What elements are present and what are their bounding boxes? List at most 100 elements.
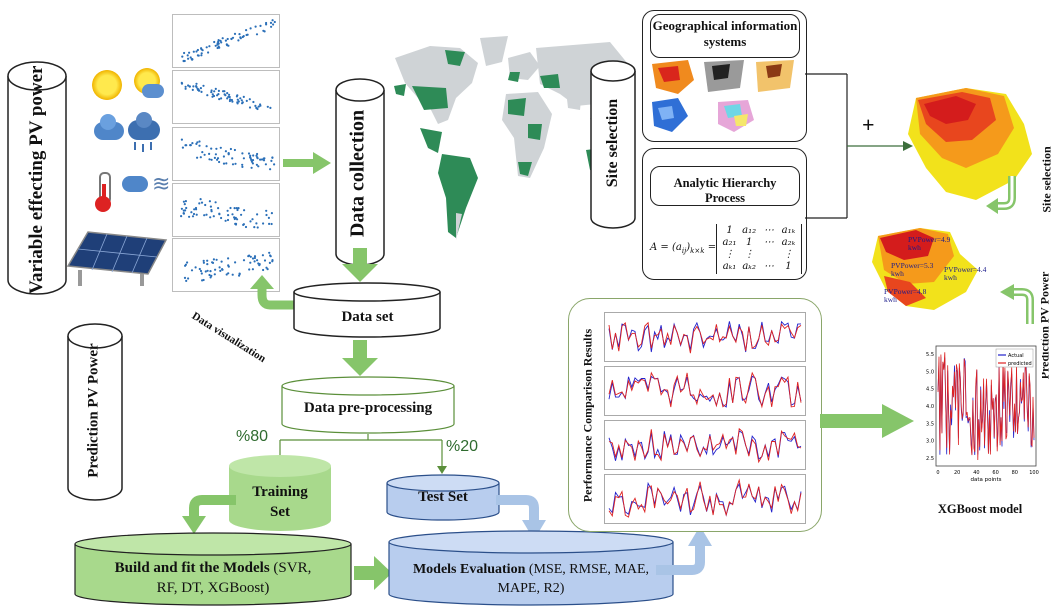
xgb-xtick: 40 <box>973 470 979 476</box>
xgb-ytick: 3.5 <box>926 421 934 427</box>
cloud-icon <box>94 114 124 140</box>
dataset-to-preprocessing-arrow <box>342 340 378 376</box>
preprocessing-cylinder <box>281 376 455 434</box>
performance-label: Performance Comparison Results <box>580 328 595 503</box>
ahp-matrix-cell <box>759 249 778 261</box>
build-models-bold: Build and fit the Models <box>114 560 270 576</box>
data-set-cylinder <box>293 282 441 338</box>
site-selection-cylinder <box>590 60 636 229</box>
build-models-rest-2: RF, DT, XGBoost) <box>156 580 270 596</box>
training-set-cylinder <box>229 455 331 531</box>
scatter-plot <box>172 127 280 181</box>
training-to-build-arrow <box>182 495 236 534</box>
build-models-rest-1: (SVR, <box>269 560 312 576</box>
xgb-xtick: 0 <box>936 470 939 476</box>
gis-title-box <box>650 14 800 58</box>
plots-to-collection-arrow <box>283 152 331 174</box>
data-collection-cylinder <box>335 78 385 266</box>
site-heatmap <box>908 88 1032 200</box>
models-eval-bold: Models Evaluation <box>412 562 526 577</box>
ahp-matrix-cell: 1 <box>785 261 792 272</box>
ahp-label: Analytic Hierarchy Process <box>673 176 777 205</box>
data-collection-label: Data collection <box>346 109 369 238</box>
models-eval-label: Models Evaluation (MSE, RMSE, MAE, MAPE,… <box>386 560 676 598</box>
ahp-formula-rhs: ) <box>686 242 691 253</box>
ahp-formula-dims: k×k <box>690 247 705 255</box>
performance-to-xgboost-arrow <box>820 404 914 438</box>
build-to-eval-arrow <box>354 556 392 590</box>
solar-panel-icon <box>66 231 168 286</box>
performance-chart <box>604 366 806 416</box>
ahp-formula-sub: ij <box>681 247 687 255</box>
xgb-ytick: 5.0 <box>926 369 934 375</box>
ahp-matrix-cell: a₂ₖ <box>781 237 796 248</box>
gis-maps-icon <box>652 60 794 132</box>
performance-chart <box>604 474 806 524</box>
prediction-cylinder-left <box>67 323 123 501</box>
xgb-ytick: 4.5 <box>926 387 934 393</box>
test-to-eval-arrow <box>496 495 546 540</box>
xgb-xtick: 100 <box>1029 470 1039 476</box>
sun-icon <box>92 70 122 100</box>
models-eval-cylinder <box>388 530 674 606</box>
collection-to-dataset-arrow <box>342 248 378 282</box>
variable-effecting-label: Variable effecting PV power <box>26 65 47 294</box>
site-selection-right-label: Site selection <box>1039 146 1054 213</box>
ahp-matrix-cell: ⋮ <box>724 249 735 260</box>
ahp-matrix-cell: 1 <box>726 225 733 236</box>
training-set-label-1: Training <box>252 484 308 500</box>
chart-to-pvmap-arrow <box>1000 284 1034 324</box>
site-connector <box>805 73 913 219</box>
models-eval-rest-2: MAPE, R2) <box>497 581 565 596</box>
models-eval-rest-1: (MSE, RMSE, MAE, <box>525 562 650 577</box>
heatmap-to-pvmap-arrow <box>986 176 1016 214</box>
xgb-xtick: 80 <box>1012 470 1018 476</box>
scatter-plot <box>172 70 280 124</box>
ahp-matrix-cell: a₂₁ <box>722 237 737 248</box>
xgb-xtick: 60 <box>992 470 998 476</box>
performance-chart <box>604 312 806 362</box>
ahp-formula-lhs: A = (a <box>650 242 682 253</box>
eval-to-performance-arrow <box>656 526 712 575</box>
xgb-legend-label: Actual <box>1008 353 1024 359</box>
performance-chart <box>604 420 806 470</box>
scatter-plot <box>172 14 280 68</box>
ahp-title-box <box>650 166 800 206</box>
xgb-ytick: 5.5 <box>926 352 934 358</box>
cloud-wind-icon <box>122 176 148 192</box>
xgb-ytick: 4.0 <box>926 404 934 410</box>
xgb-xtick: 20 <box>954 470 960 476</box>
test-percent-label: %20 <box>446 438 479 455</box>
build-models-label: Build and fit the Models (SVR, RF, DT, X… <box>72 558 354 598</box>
train-percent-label: %80 <box>236 428 269 445</box>
ahp-matrix-cell: a₁₂ <box>742 225 757 236</box>
test-set-label: Test Set <box>418 489 468 505</box>
ahp-matrix-cell: ⋮ <box>744 249 755 260</box>
thermometer-icon <box>90 172 120 212</box>
xgb-ytick: 2.5 <box>926 456 934 462</box>
ahp-matrix-cell: ⋯ <box>763 237 774 248</box>
ahp-matrix-cell: ⋯ <box>763 225 774 236</box>
ahp-matrix-cell: a₁ₖ <box>781 225 796 236</box>
variables-cylinder <box>7 61 67 295</box>
training-set-label-2: Set <box>270 504 290 520</box>
ahp-matrix-cell: ⋮ <box>783 249 794 260</box>
gis-label: Geographical information systems <box>652 18 798 49</box>
sun-cloud-icon <box>130 68 164 102</box>
xgb-ytick: 3.0 <box>926 439 934 445</box>
ahp-matrix-cell: 1 <box>745 237 753 248</box>
prediction-pv-left-label: Prediction PV Power <box>85 343 102 478</box>
xgb-xlabel: data points <box>970 477 1001 483</box>
site-selection-label: Site selection <box>604 98 621 188</box>
ahp-matrix-cell: aₖ₂ <box>742 261 756 272</box>
rain-cloud-icon <box>128 112 160 152</box>
data-preprocessing-label: Data pre-processing <box>303 400 433 416</box>
